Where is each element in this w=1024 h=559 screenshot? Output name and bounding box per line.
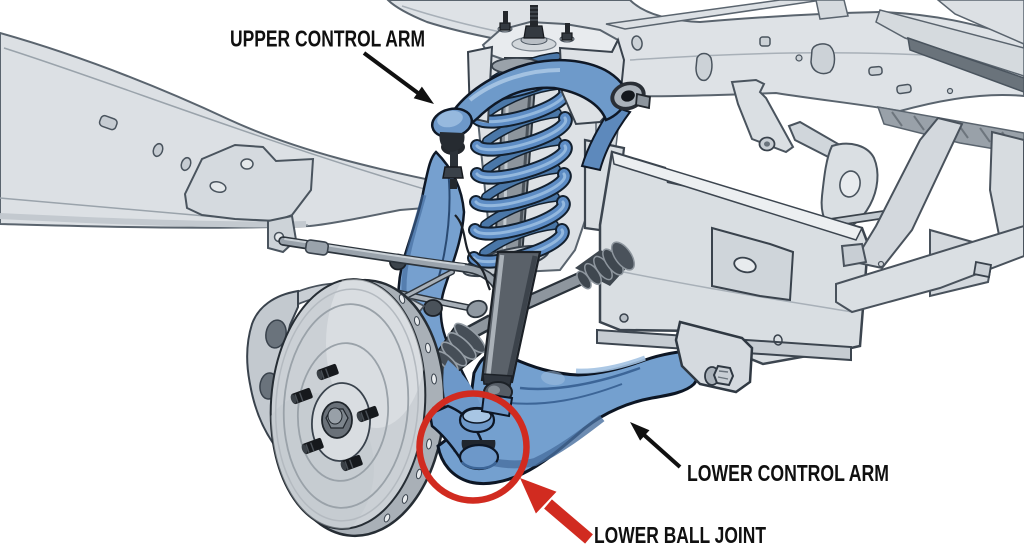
svg-text:LOWER BALL JOINT: LOWER BALL JOINT [594,522,766,548]
svg-text:LOWER CONTROL ARM: LOWER CONTROL ARM [687,460,889,486]
svg-text:UPPER CONTROL ARM: UPPER CONTROL ARM [230,26,425,52]
